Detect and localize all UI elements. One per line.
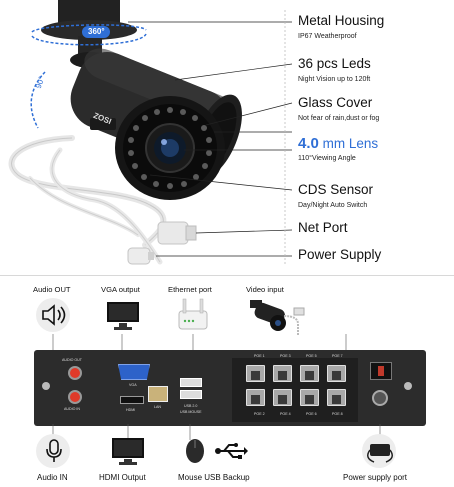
spec-sub-glass-cover: Not fear of rain,dust or fog bbox=[298, 115, 380, 122]
spec-sub-cds-sensor: Day/Night Auto Switch bbox=[298, 202, 368, 209]
poe-label-1: POE 1 bbox=[254, 354, 265, 358]
nvr-usb-label: USB 2.0 bbox=[184, 404, 198, 408]
camera-illustration bbox=[8, 0, 293, 265]
poe-label-3: POE 3 bbox=[280, 354, 291, 358]
nvr-back-panel: AUDIO OUT AUDIO IN VGA HDMI LAN USB 2.0 … bbox=[34, 350, 426, 426]
label-hdmi-output: HDMI Output bbox=[99, 473, 146, 482]
poe-label-6: POE 6 bbox=[306, 412, 317, 416]
poe-port-2[interactable] bbox=[246, 389, 265, 406]
dc-power-port[interactable] bbox=[372, 390, 388, 406]
lan-port[interactable] bbox=[148, 386, 168, 402]
spec-title-lens: 4.0 mm Lens bbox=[298, 135, 378, 152]
router-icon bbox=[178, 298, 208, 330]
poe-label-8: POE 8 bbox=[332, 412, 343, 416]
spec-sub-metal-housing: IP67 Weatherproof bbox=[298, 33, 357, 40]
screw-left bbox=[42, 382, 50, 390]
spec-title-power-supply: Power Supply bbox=[298, 247, 382, 262]
poe-label-5: POE 5 bbox=[306, 354, 317, 358]
nvr-vga-label: VGA bbox=[129, 383, 137, 387]
poe-port-3[interactable] bbox=[273, 365, 292, 382]
hdmi-monitor-icon bbox=[112, 438, 144, 465]
nvr-usb-sub-label: USB MOUSE bbox=[180, 410, 202, 414]
hdmi-port[interactable] bbox=[120, 396, 144, 404]
label-audio-in: Audio IN bbox=[37, 473, 68, 482]
section-divider bbox=[0, 275, 454, 276]
label-mouse-usb-backup: Mouse USB Backup bbox=[178, 473, 250, 482]
power-switch-rocker bbox=[378, 366, 384, 376]
spec-title-leds: 36 pcs Leds bbox=[298, 56, 371, 71]
microphone-icon bbox=[46, 439, 62, 462]
poe-port-7[interactable] bbox=[327, 365, 346, 382]
poe-port-5[interactable] bbox=[300, 365, 319, 382]
audio-in-jack[interactable] bbox=[68, 390, 82, 404]
spec-sub-lens: 110°Viewing Angle bbox=[298, 155, 356, 162]
label-ethernet-port: Ethernet port bbox=[168, 285, 212, 294]
monitor-icon bbox=[107, 302, 139, 330]
nvr-lan-label: LAN bbox=[154, 405, 161, 409]
label-video-input: Video input bbox=[246, 285, 284, 294]
screw-right bbox=[404, 382, 412, 390]
nvr-audio-out-label: AUDIO OUT bbox=[62, 358, 82, 362]
camera-small-icon bbox=[250, 300, 305, 336]
spec-title-cds-sensor: CDS Sensor bbox=[298, 182, 374, 197]
label-audio-out: Audio OUT bbox=[33, 285, 71, 294]
spec-title-net-port: Net Port bbox=[298, 220, 348, 235]
poe-port-8[interactable] bbox=[327, 389, 346, 406]
speaker-icon bbox=[42, 304, 66, 326]
mouse-icon bbox=[186, 439, 204, 463]
spec-lens-unit: mm Lens bbox=[318, 136, 379, 151]
spec-title-metal-housing: Metal Housing bbox=[298, 13, 385, 28]
poe-port-4[interactable] bbox=[273, 389, 292, 406]
audio-out-jack[interactable] bbox=[68, 366, 82, 380]
usb-port-top[interactable] bbox=[180, 378, 202, 387]
label-vga-output: VGA output bbox=[101, 285, 140, 294]
spec-lens-size: 4.0 bbox=[298, 135, 319, 152]
nvr-audio-in-label: AUDIO IN bbox=[64, 407, 80, 411]
spec-title-glass-cover: Glass Cover bbox=[298, 95, 373, 110]
nvr-hdmi-label: HDMI bbox=[126, 408, 136, 412]
spec-sub-leds: Night Vision up to 120ft bbox=[298, 76, 371, 83]
usb-port-bottom[interactable] bbox=[180, 390, 202, 399]
power-adapter-icon bbox=[367, 444, 393, 463]
poe-port-1[interactable] bbox=[246, 365, 265, 382]
label-power-supply-port: Power supply port bbox=[343, 473, 408, 482]
usb-icon bbox=[215, 443, 248, 459]
poe-label-7: POE 7 bbox=[332, 354, 343, 358]
rotation-label: 360° bbox=[88, 27, 105, 36]
poe-label-2: POE 2 bbox=[254, 412, 265, 416]
poe-label-4: POE 4 bbox=[280, 412, 291, 416]
vga-port[interactable] bbox=[118, 364, 150, 380]
poe-port-6[interactable] bbox=[300, 389, 319, 406]
